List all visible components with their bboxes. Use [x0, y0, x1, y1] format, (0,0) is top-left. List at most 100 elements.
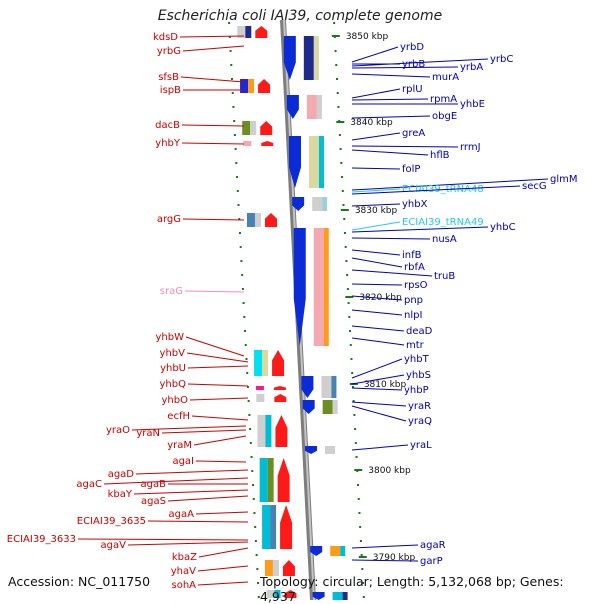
gene-leader-line [351, 73, 431, 78]
gene-feature-block [309, 136, 319, 188]
track-dot [230, 64, 233, 66]
gene-feature-block [331, 376, 337, 398]
gene-leader-line [351, 115, 431, 119]
track-dot [351, 386, 354, 388]
kbp-label: 3830 kbp [355, 206, 398, 216]
gene-label-right: rpsO [404, 280, 428, 291]
gene-arrow-right [301, 376, 314, 398]
track-dot [252, 484, 254, 486]
track-dot [244, 330, 247, 332]
gene-leader-line [195, 460, 247, 463]
track-dot [236, 190, 239, 192]
gene-label-right: hflB [430, 150, 450, 161]
gene-leader-line [351, 149, 429, 156]
gene-arrow-right [302, 400, 315, 414]
track-dot [336, 92, 339, 94]
gene-label-right: murA [432, 72, 459, 83]
gene-label-left: kdsD [153, 32, 178, 43]
gene-label-right: secG [522, 181, 547, 192]
track-dot [241, 274, 244, 276]
gene-leader-line [351, 221, 401, 231]
gene-leader-line [351, 132, 401, 141]
gene-leader-line [351, 145, 459, 148]
gene-leader-line [351, 249, 401, 256]
gene-label-right: agaR [420, 540, 446, 551]
gene-leader-line [187, 365, 249, 369]
gene-feature-block [262, 350, 269, 376]
track-dot [231, 92, 234, 94]
gene-label-right: rplU [402, 84, 423, 95]
track-dot [362, 596, 365, 598]
gene-label-right: deaD [406, 326, 433, 337]
gene-leader-line [351, 401, 407, 407]
gene-label-right: yrbD [400, 42, 424, 53]
gene-arrow-right [310, 546, 323, 556]
gene-feature-block [270, 505, 277, 549]
gene-label-left: ecfH [167, 411, 190, 422]
track-dot [357, 498, 360, 500]
track-dot [352, 400, 355, 402]
gene-feature-block [332, 400, 338, 414]
track-dot [246, 386, 249, 388]
gene-leader-line [351, 46, 399, 63]
track-dot [359, 540, 362, 542]
track-dot [335, 64, 338, 66]
gene-leader-line [351, 88, 401, 99]
gene-label-right: nusA [432, 234, 457, 245]
gene-feature-block [321, 376, 332, 398]
gene-leader-line [351, 226, 489, 233]
gene-leader-line [351, 387, 403, 391]
track-dot [252, 498, 255, 500]
gene-leader-line [189, 397, 249, 401]
gene-feature-block [316, 95, 322, 119]
gene-leader-line [127, 541, 249, 546]
gene-leader-line [103, 477, 249, 485]
gene-arrow-left [272, 350, 285, 376]
gene-leader-line [351, 559, 419, 562]
track-dot [354, 428, 357, 430]
gene-label-right: yhbP [404, 385, 429, 396]
gene-feature-block [332, 592, 343, 600]
gene-label-right: yrbB [402, 59, 425, 70]
gene-feature-block [254, 350, 263, 376]
track-dot [341, 176, 344, 178]
gene-leader-line [182, 218, 245, 221]
track-dot [360, 554, 363, 556]
track-dot [240, 260, 243, 262]
track-dot [255, 554, 258, 556]
gene-arrow-left [255, 26, 268, 38]
track-dot [248, 414, 251, 416]
gene-label-right: pnp [404, 295, 423, 306]
gene-label-left: agaC [76, 479, 102, 490]
track-dot [232, 106, 235, 108]
track-dot [229, 50, 232, 52]
gene-feature-block [264, 560, 273, 576]
gene-leader-line [197, 565, 249, 572]
track-dot [231, 78, 233, 80]
gene-label-right: mtr [406, 340, 425, 351]
gene-label-left: yhaV [171, 566, 196, 577]
track-dot [247, 400, 250, 402]
gene-label-left: kbaY [108, 489, 133, 500]
gene-label-right: ECIAI39_tRNA49 [402, 217, 484, 228]
track-dot [245, 358, 248, 360]
gene-feature-block [246, 213, 255, 227]
track-dot [246, 372, 249, 374]
track-dot [357, 484, 359, 486]
gene-feature-block [262, 505, 271, 549]
gene-leader-line [351, 203, 401, 207]
track-dot [237, 204, 240, 206]
gene-leader-line [182, 45, 245, 52]
gene-leader-line [181, 124, 245, 127]
gene-leader-line [167, 495, 249, 502]
track-dot [337, 106, 340, 108]
gene-leader-line [351, 544, 419, 549]
track-dot [228, 36, 231, 38]
track-dot [238, 218, 241, 220]
track-dot [241, 288, 244, 290]
gene-arrow-left [260, 121, 273, 135]
gene-arrow-left [273, 386, 286, 390]
track-dot [257, 582, 260, 584]
gene-feature-block [243, 141, 252, 146]
gene-label-right: yhbT [404, 354, 430, 365]
